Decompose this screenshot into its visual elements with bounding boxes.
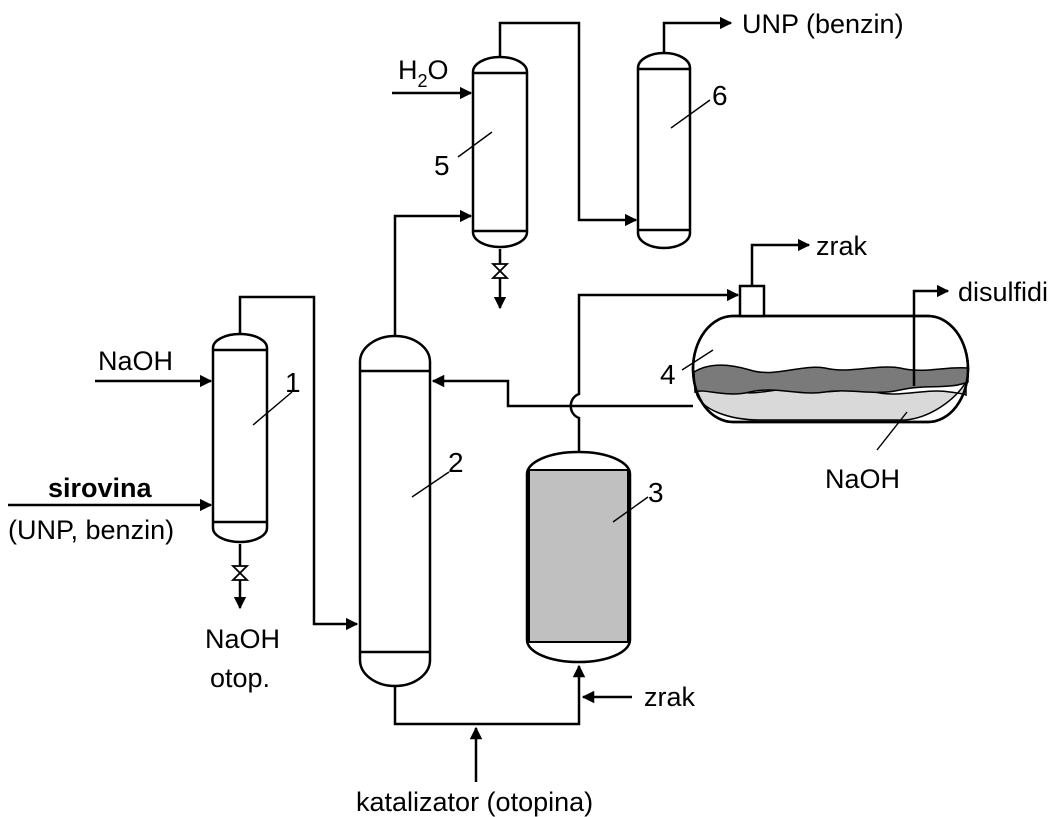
- pipe-5-to-6: [498, 21, 638, 227]
- water-label: H2O: [398, 55, 449, 91]
- pipe-2-to-5: [393, 209, 473, 336]
- vessel-3-oxidizer: [525, 450, 632, 664]
- vessel-2-extractor: [358, 334, 432, 688]
- pipe-1-to-2: [238, 295, 359, 631]
- pipe-2-to-3: [393, 664, 586, 726]
- vessel-3-packing: [528, 469, 629, 643]
- feed-sub-label: (UNP, benzin): [8, 515, 174, 545]
- feed-label: sirovina: [48, 473, 153, 503]
- disulfide-label: disulfidi: [958, 277, 1048, 307]
- vessel-5-number: 5: [434, 150, 450, 181]
- vessel-5-water-wash: [471, 55, 529, 249]
- vessel-1-prewash: [211, 332, 269, 544]
- vessel-6-number: 6: [712, 80, 728, 111]
- naoh-outlet-label-1: NaOH: [205, 624, 280, 654]
- vessel-3-number: 3: [648, 477, 664, 508]
- vessel-1-number: 1: [285, 367, 301, 398]
- vessel-5-drain: [490, 249, 510, 310]
- naoh-inlet-label: NaOH: [98, 346, 173, 376]
- disulfide-outlet-arrow: [912, 284, 950, 386]
- vessel-4-separator: [691, 284, 970, 424]
- catalyst-label: katalizator (otopina): [356, 787, 593, 817]
- air-inlet-label: zrak: [644, 682, 696, 712]
- product-outlet-arrow: [662, 16, 733, 53]
- naoh-tank-label: NaOH: [825, 464, 900, 494]
- vessel-2-number: 2: [448, 447, 464, 478]
- vessel-6-filter: [636, 51, 692, 250]
- air-vent-label: zrak: [816, 231, 868, 261]
- vessel-4-number: 4: [660, 359, 676, 390]
- vessel-1-drain: [230, 544, 250, 610]
- pipe-4-to-2: [431, 374, 693, 408]
- product-label: UNP (benzin): [742, 9, 904, 39]
- air-vent-arrow: [750, 238, 811, 286]
- pipe-3-to-4: [569, 288, 740, 452]
- naoh-outlet-label-2: otop.: [210, 663, 270, 693]
